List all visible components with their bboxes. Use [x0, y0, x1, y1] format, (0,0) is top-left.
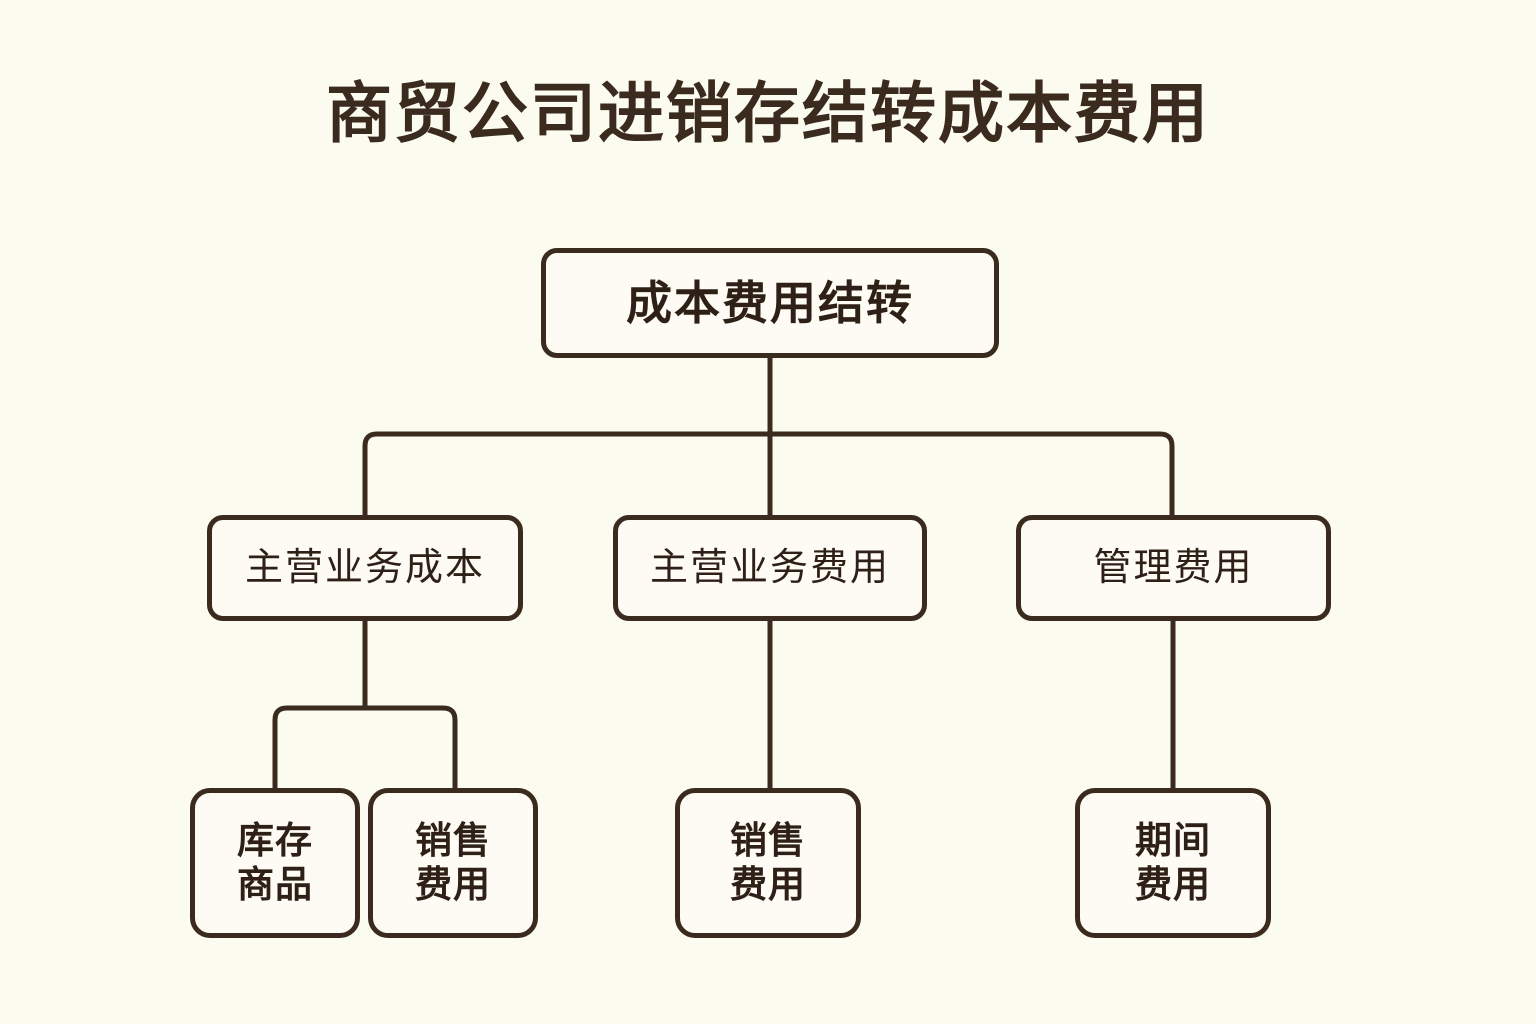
node-leaf-period-expense[interactable]: 期间 费用 [1075, 788, 1271, 938]
node-leaf-selling-expense-b[interactable]: 销售 费用 [675, 788, 861, 938]
node-root-label: 成本费用结转 [626, 276, 914, 329]
node-level2-label: 主营业务费用 [649, 546, 890, 589]
node-level2-admin-expense[interactable]: 管理费用 [1016, 515, 1331, 621]
wire-main-bus [362, 431, 1175, 515]
node-leaf-label: 销售 费用 [730, 820, 806, 905]
node-level2-label: 管理费用 [1093, 546, 1254, 589]
node-leaf-label: 库存 商品 [237, 820, 313, 905]
node-root[interactable]: 成本费用结转 [541, 248, 999, 358]
node-leaf-label: 销售 费用 [415, 820, 491, 905]
wire-sub-bus-mid0 [272, 705, 458, 788]
node-level2-main-business-cost[interactable]: 主营业务成本 [207, 515, 523, 621]
node-leaf-label: 期间 费用 [1135, 820, 1211, 905]
node-level2-main-business-expense[interactable]: 主营业务费用 [613, 515, 927, 621]
node-level2-label: 主营业务成本 [244, 546, 485, 589]
node-leaf-selling-expense-a[interactable]: 销售 费用 [368, 788, 538, 938]
page-title: 商贸公司进销存结转成本费用 [326, 76, 1210, 150]
node-leaf-inventory-goods[interactable]: 库存 商品 [190, 788, 360, 938]
